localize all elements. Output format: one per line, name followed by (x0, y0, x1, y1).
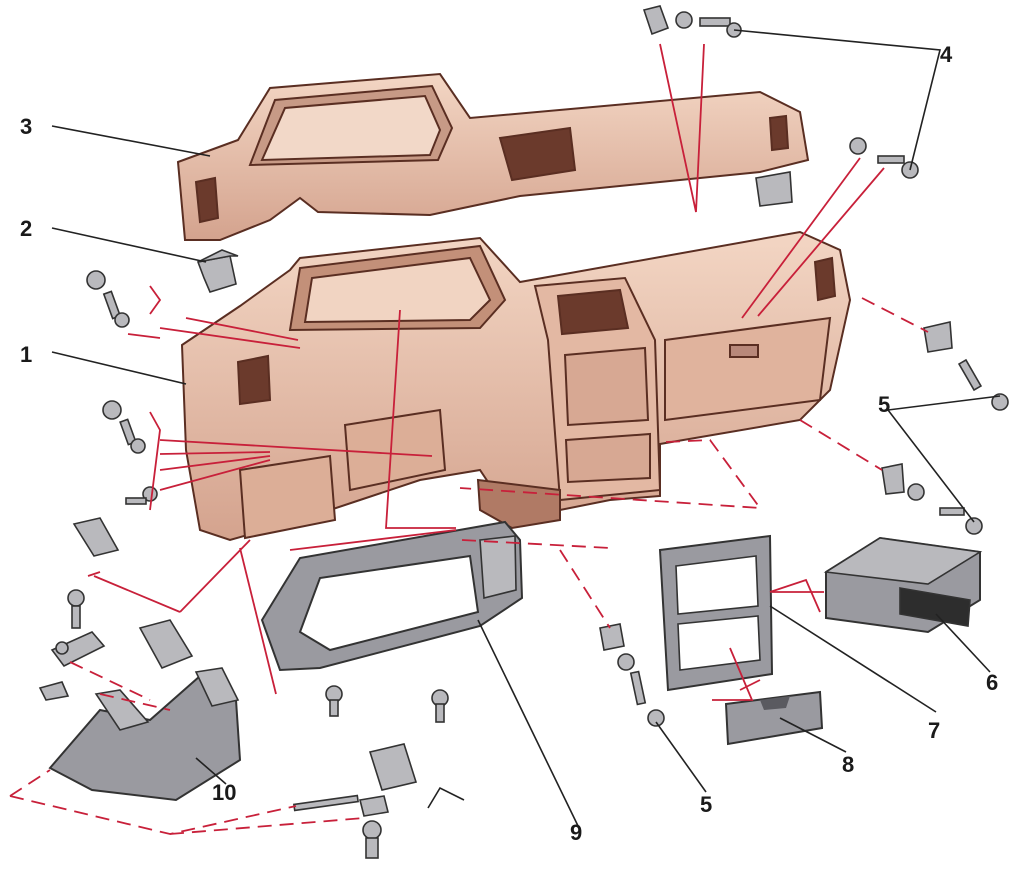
label-callout-9: 9 (570, 820, 582, 845)
main-dashboard-panel (180, 230, 852, 542)
lower-cover-10 (48, 667, 242, 802)
small-tray-8 (724, 690, 824, 746)
label-callout-1: 1 (20, 342, 32, 367)
label-callout-7: 7 (928, 718, 940, 743)
label-callout-5-bottom: 5 (700, 792, 712, 817)
red-leaders (9, 43, 929, 835)
storage-box-6 (823, 536, 983, 634)
side-bracket-2 (196, 249, 239, 293)
label-callout-10: 10 (212, 780, 236, 805)
label-callout-4: 4 (940, 42, 953, 67)
console-frame-7 (658, 534, 774, 692)
label-callout-2: 2 (20, 216, 32, 241)
callout-labels: 3 2 1 4 5 6 7 8 9 5 10 (20, 42, 998, 845)
upper-dashboard-cover (176, 72, 810, 241)
label-callout-8: 8 (842, 752, 854, 777)
instrument-bezel-9 (260, 520, 524, 672)
black-leaders (51, 29, 1001, 831)
hardware-pieces (38, 5, 1009, 859)
label-1-callout-3: 3 (20, 114, 32, 139)
label-callout-5-right: 5 (878, 392, 890, 417)
label-callout-6: 6 (986, 670, 998, 695)
